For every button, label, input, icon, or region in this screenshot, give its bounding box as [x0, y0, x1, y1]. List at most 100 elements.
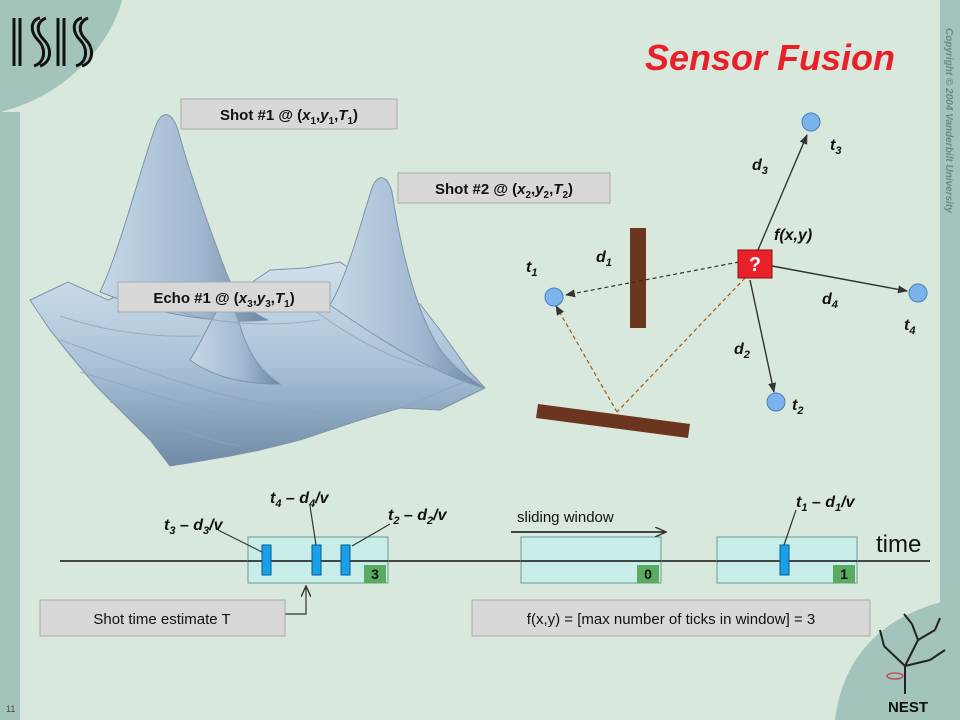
t1d1-a: t: [796, 494, 802, 511]
echo1-label: Echo #1 @ (x3,y3,T1): [117, 281, 331, 313]
d1-base: d: [596, 249, 607, 266]
arrow-to-t2: [749, 279, 777, 393]
shot-estimate-box: [39, 599, 286, 637]
t3d3-a: t: [164, 517, 170, 534]
tick-label-t3-d3: t3 – d3/v: [164, 517, 224, 537]
shot-estimate-arrow: [285, 586, 306, 615]
window-1-count: 3: [371, 566, 379, 582]
shot1-sub-t: 1: [347, 116, 353, 127]
fxy-label: f(x,y): [774, 227, 812, 244]
t1-label: t1: [526, 259, 537, 279]
shot2-var-t: T: [553, 181, 564, 198]
time-axis-label: time: [876, 531, 921, 558]
nest-logo: [879, 613, 946, 694]
tick-t4: [311, 544, 322, 576]
d3-sub: 3: [762, 165, 768, 177]
echo-path-out: [555, 305, 618, 413]
surface-plot: [29, 114, 486, 467]
sensor-t2: [766, 392, 786, 412]
geometry-diagram: ? f(x,y) t3 d3 d1 t1 d4 t4 d2 t2: [526, 112, 928, 438]
sliding-window-label: sliding window: [517, 509, 614, 526]
tick-label-t2-d2: t2 – d2/v: [388, 507, 448, 527]
formula-label: f(x,y) = [max number of ticks in window]…: [527, 611, 815, 628]
formula-box: [471, 599, 871, 637]
isis-logo: [12, 16, 93, 68]
t1-base: t: [526, 259, 532, 276]
leader-t4: [309, 505, 317, 546]
window-1-count-badge: [364, 565, 386, 583]
wall-vertical: [630, 228, 646, 328]
t3d3-bs: 3: [203, 525, 209, 537]
d1-sub: 1: [606, 257, 612, 269]
dashed-arrow-to-t1: [565, 261, 740, 298]
tick-label-t4-d4: t4 – d4/v: [270, 490, 330, 510]
shot2-label: Shot #2 @ (x2,y2,T2): [397, 172, 611, 204]
t1-sub: 1: [531, 267, 537, 279]
echo-path-in: [616, 277, 746, 413]
t2d2-b: d: [417, 507, 428, 524]
echo1-sub-y: 3: [265, 299, 271, 310]
d3-label: d3: [752, 157, 768, 177]
left-band: [0, 112, 20, 720]
sensor-t3: [801, 112, 821, 132]
d4-sub: 4: [831, 299, 838, 311]
t3-sub: 3: [835, 145, 841, 157]
svg-text:Echo #1 @ (x3,y3,T1): Echo #1 @ (x3,y3,T1): [153, 290, 294, 310]
t4-base: t: [904, 317, 910, 334]
arrow-to-t4: [771, 265, 908, 294]
echo1-sub-t: 1: [284, 299, 290, 310]
t2d2-a: t: [388, 507, 394, 524]
t2-base: t: [792, 397, 798, 414]
leader-t2: [351, 523, 391, 547]
sensor-t4: [908, 283, 928, 303]
d2-label: d2: [734, 341, 750, 361]
d3-base: d: [752, 157, 763, 174]
t4-label: t4: [904, 317, 915, 337]
t3d3-as: 3: [169, 525, 175, 537]
slide-number: 11: [6, 704, 15, 714]
shot2-sub-t: 2: [562, 190, 568, 201]
echo1-var-t: T: [275, 290, 286, 307]
d2-sub: 2: [743, 349, 750, 361]
corner-decoration: [0, 0, 122, 112]
t3-label: t3: [830, 137, 841, 157]
window-3-count: 1: [840, 566, 848, 582]
shot1-var-t: T: [338, 107, 349, 124]
window-2-count-badge: [637, 565, 659, 583]
echo1-var-y: y: [256, 290, 266, 307]
d1-label: d1: [596, 249, 612, 269]
t3d3-b: d: [193, 517, 204, 534]
shot1-var-y: y: [319, 107, 329, 124]
echo1-prefix: Echo #1 @ (: [153, 290, 238, 307]
shot-estimate-label: Shot time estimate T: [93, 611, 230, 628]
shot2-sub-y: 2: [544, 190, 550, 201]
t2d2-as: 2: [392, 515, 399, 527]
t3-base: t: [830, 137, 836, 154]
shot2-var-x: x: [516, 181, 526, 198]
wall-horizontal: [536, 404, 690, 438]
right-band: [940, 0, 960, 720]
t4d4-bs: 4: [308, 498, 315, 510]
tick-label-t1-d1: t1 – d1/v: [796, 494, 856, 514]
sensor-t1: [544, 287, 564, 307]
tick-t3: [261, 544, 272, 576]
echo1-sub-x: 3: [247, 299, 253, 310]
shot1-prefix: Shot #1 @ (: [220, 107, 302, 124]
tick-t2: [340, 544, 351, 576]
timeline: time 3 0 1 t3 – d3/v t4 – d4/v t2 – d2/v…: [39, 490, 930, 637]
shot1-sub-x: 1: [310, 116, 316, 127]
d4-base: d: [822, 291, 833, 308]
t1d1-bs: 1: [835, 502, 841, 514]
leader-t3: [217, 529, 263, 553]
echo1-var-x: x: [238, 290, 248, 307]
unknown-source-label: ?: [749, 254, 761, 276]
t1d1-as: 1: [801, 502, 807, 514]
t2-sub: 2: [796, 405, 803, 417]
svg-text:Shot #1 @ (x1,y1,T1): Shot #1 @ (x1,y1,T1): [220, 107, 358, 127]
shot2-prefix: Shot #2 @ (: [435, 181, 517, 198]
leader-t1: [783, 509, 797, 546]
t4d4-b: d: [299, 490, 310, 507]
copyright-text: Copyright © 2004 Vanderbilt University: [943, 28, 954, 213]
